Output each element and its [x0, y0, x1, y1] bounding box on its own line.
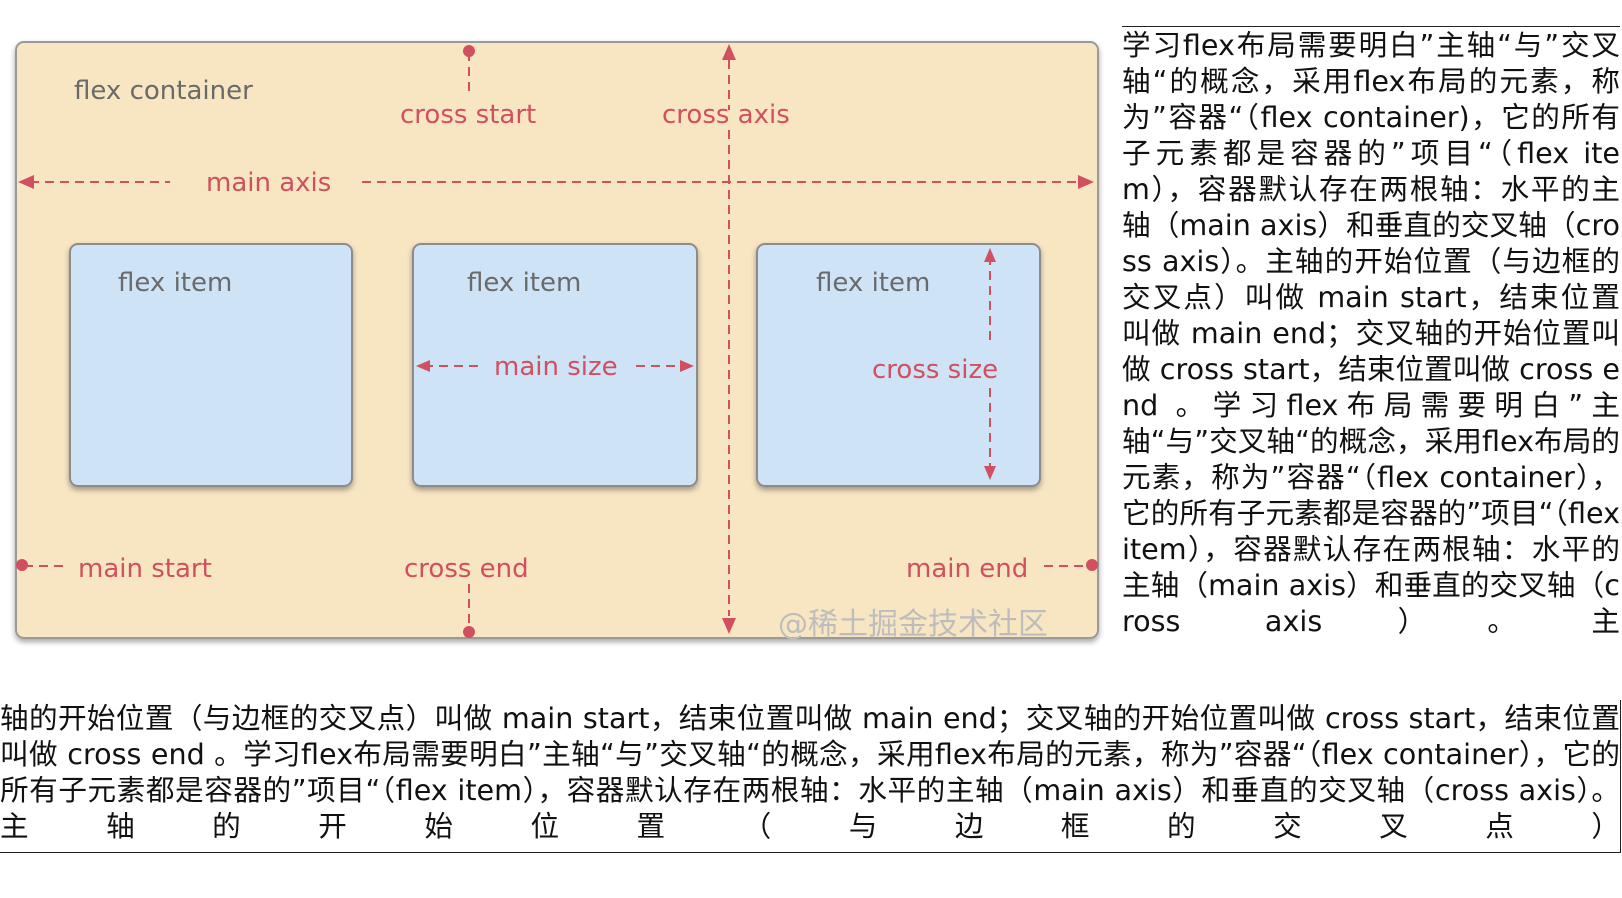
cross-end-dot [463, 626, 475, 638]
flex-item-label-1: flex item [118, 268, 233, 298]
bottom-paragraph: 轴的开始位置（与边框的交叉点）叫做 main start，结束位置叫做 main… [0, 700, 1621, 853]
cross-end-label: cross end [404, 554, 529, 584]
main-size-arrow-right [680, 360, 694, 372]
floated-paragraph: 学习flex布局需要明白”主轴“与”交叉轴“的概念，采用flex布局的元素，称为… [1122, 26, 1620, 703]
main-axis-arrow-left [18, 175, 34, 189]
watermark: @稀土掘金技术社区 [778, 607, 1048, 642]
main-end-label: main end [906, 554, 1029, 584]
cross-axis-arrow-up [722, 44, 736, 60]
main-start-dot [16, 559, 28, 571]
cross-start-label: cross start [400, 100, 537, 130]
cross-size-arrow-down [984, 466, 996, 480]
cross-axis-label: cross axis [662, 100, 790, 130]
main-size-label: main size [494, 352, 618, 382]
cross-size-label: cross size [872, 355, 999, 385]
flex-item-box-2 [412, 243, 698, 487]
main-axis-label: main axis [206, 168, 332, 198]
main-axis-arrow-right [1078, 175, 1094, 189]
main-end-dot [1086, 559, 1098, 571]
cross-start-dot [463, 45, 475, 57]
flex-item-box-3 [756, 243, 1041, 487]
diagram-graphics [15, 41, 1099, 639]
main-size-arrow-left [416, 360, 430, 372]
flex-container-label: flex container [74, 76, 253, 106]
flexbox-diagram: flex container cross start cross axis ma… [0, 24, 1110, 674]
flex-item-label-2: flex item [467, 268, 582, 298]
main-start-label: main start [78, 554, 212, 584]
flex-item-box-1 [69, 243, 353, 487]
cross-axis-arrow-down [722, 618, 736, 634]
flex-item-label-3: flex item [816, 268, 931, 298]
cross-size-arrow-up [984, 248, 996, 262]
